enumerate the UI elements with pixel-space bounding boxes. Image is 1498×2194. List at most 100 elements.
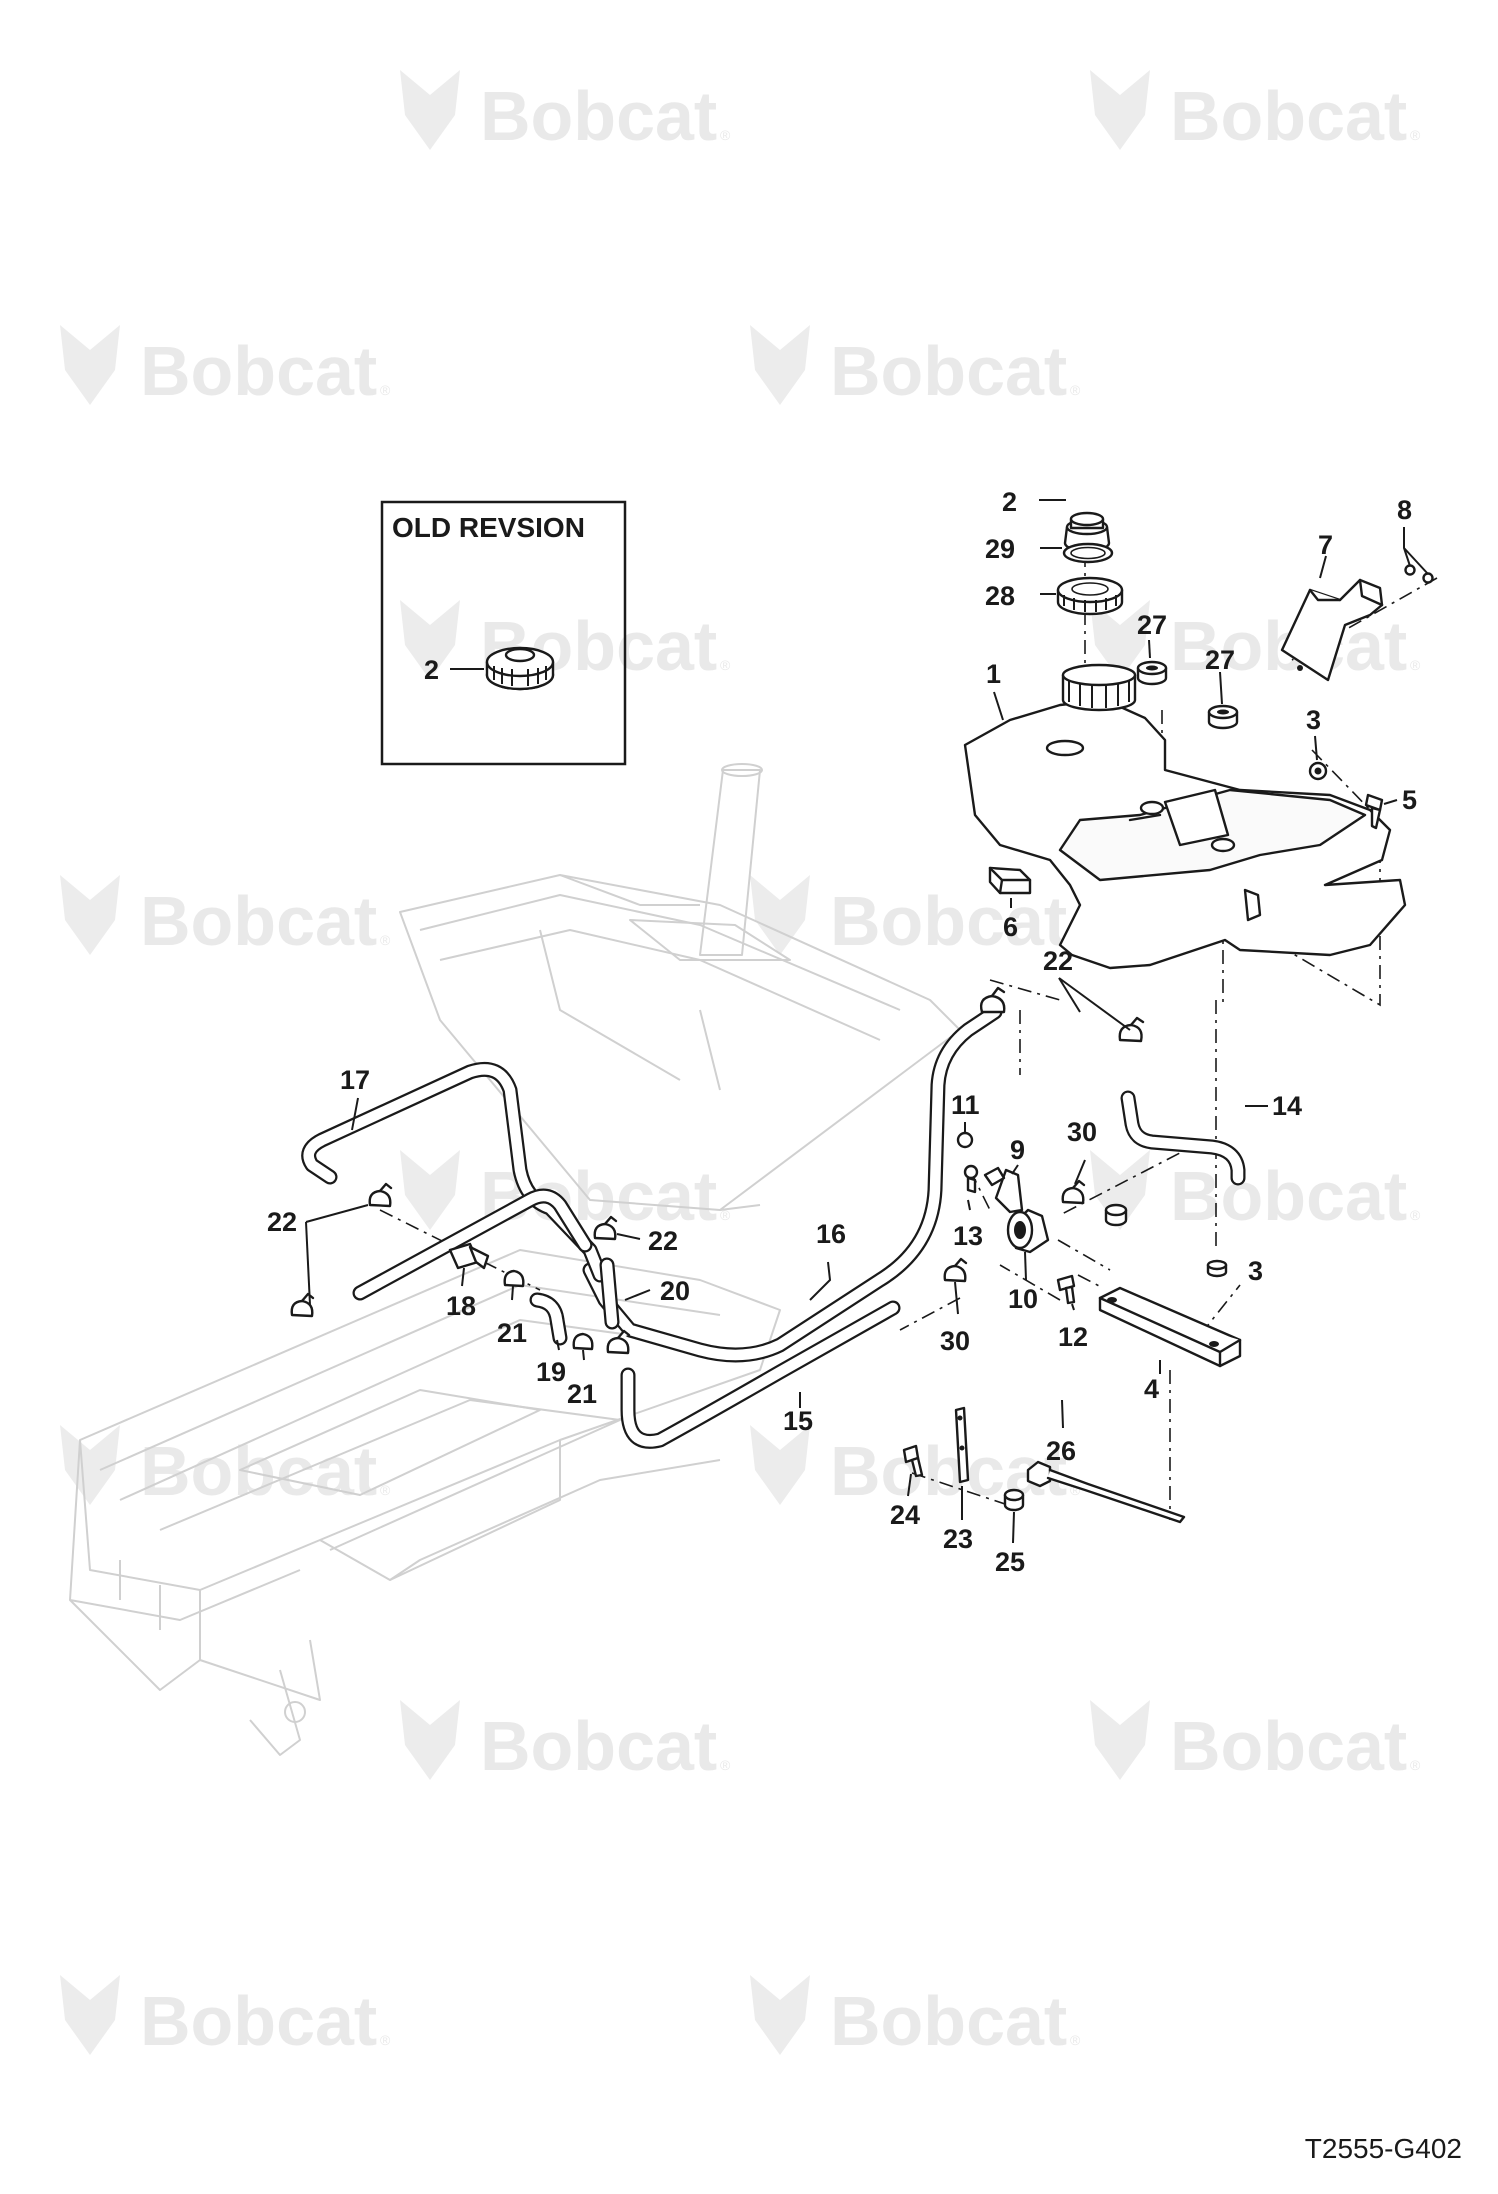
filter-bracket	[983, 1166, 1024, 1214]
bolt-5	[1364, 793, 1384, 830]
watermark-brand: Bobcat	[1170, 1707, 1407, 1785]
bobcat-head-icon	[400, 1150, 460, 1230]
callout-1: 1	[986, 659, 1001, 689]
callout-20: 20	[660, 1276, 690, 1306]
watermark: Bobcat®	[400, 70, 731, 155]
callout-6: 6	[1003, 912, 1018, 942]
rubber-grommet	[1104, 1203, 1128, 1227]
hose-clamp-30b	[943, 1257, 968, 1283]
grommet-27b	[1207, 704, 1239, 730]
watermark-registered-mark: ®	[1410, 127, 1421, 143]
watermark-brand: Bobcat	[140, 332, 377, 410]
watermark: Bobcat®	[60, 325, 391, 410]
callout-29: 29	[985, 534, 1015, 564]
bobcat-head-icon	[60, 875, 120, 955]
callout-9: 9	[1010, 1135, 1025, 1165]
bobcat-head-icon	[1090, 70, 1150, 150]
watermark-registered-mark: ®	[380, 2032, 391, 2048]
watermark-registered-mark: ®	[380, 382, 391, 398]
watermark-layer: Bobcat®Bobcat®Bobcat®Bobcat®Bobcat®Bobca…	[60, 70, 1421, 2060]
watermark: Bobcat®	[60, 875, 391, 960]
bobcat-head-icon	[400, 70, 460, 150]
nut-3a	[1308, 761, 1328, 781]
hose-clamp-21b	[572, 1332, 594, 1351]
callout-30a: 30	[1067, 1117, 1097, 1147]
watermark: Bobcat®	[400, 600, 731, 685]
hose-clamp-22-center	[593, 1215, 618, 1241]
watermark-registered-mark: ®	[720, 1757, 731, 1773]
watermark-brand: Bobcat	[830, 882, 1067, 960]
watermark: Bobcat®	[400, 1700, 731, 1785]
old-revision-box: OLD REVSION 2	[380, 500, 627, 766]
hose-clamp-21a	[503, 1269, 525, 1288]
fuel-filter	[1006, 1208, 1050, 1254]
callout-17: 17	[340, 1065, 370, 1095]
bobcat-head-icon	[400, 600, 460, 680]
hose-19	[529, 1292, 568, 1346]
watermark-brand: Bobcat	[830, 1982, 1067, 2060]
callout-23: 23	[943, 1524, 973, 1554]
callout-24: 24	[890, 1500, 920, 1530]
callout-27b: 27	[1205, 645, 1235, 675]
callout-22c: 22	[648, 1226, 678, 1256]
watermark-brand: Bobcat	[1170, 77, 1407, 155]
callout-15: 15	[783, 1406, 813, 1436]
bobcat-head-icon	[750, 875, 810, 955]
bobcat-head-icon	[750, 1975, 810, 2055]
watermark: Bobcat®	[1090, 1700, 1421, 1785]
cap-seal	[1062, 542, 1114, 564]
watermark: Bobcat®	[750, 875, 1081, 960]
bobcat-head-icon	[60, 1425, 120, 1505]
bobcat-head-icon	[60, 325, 120, 405]
hose-20	[599, 1257, 620, 1330]
callout-22a: 22	[1043, 946, 1073, 976]
callout-labels: 2 29 28 27 27 8 7 1 3 5 6 22 14 17 11 9 …	[267, 487, 1417, 1577]
callout-25: 25	[995, 1547, 1025, 1577]
old-revision-label: 2	[424, 655, 439, 685]
nut-25	[1003, 1488, 1025, 1512]
drawing-code: T2555-G402	[1305, 2133, 1462, 2164]
callout-27a: 27	[1137, 610, 1167, 640]
cable-tie	[1026, 1460, 1186, 1524]
callout-12: 12	[1058, 1322, 1088, 1352]
watermark-registered-mark: ®	[720, 1207, 731, 1223]
watermark: Bobcat®	[60, 1975, 391, 2060]
callout-11: 11	[951, 1090, 980, 1120]
callout-3b: 3	[1248, 1256, 1263, 1286]
hose-14	[1120, 1090, 1246, 1186]
callout-14: 14	[1272, 1091, 1302, 1121]
tank-bracket	[1280, 578, 1384, 682]
filler-ring	[1056, 576, 1124, 616]
callout-22b: 22	[267, 1207, 297, 1237]
callout-26: 26	[1046, 1436, 1076, 1466]
callout-3a: 3	[1306, 705, 1321, 735]
watermark-brand: Bobcat	[480, 1707, 717, 1785]
hose-clamp-30a	[1061, 1179, 1086, 1205]
rubber-pad	[988, 866, 1032, 895]
watermark-registered-mark: ®	[1410, 657, 1421, 673]
fuel-tank	[963, 663, 1407, 970]
watermark: Bobcat®	[60, 1425, 391, 1510]
watermark-brand: Bobcat	[830, 332, 1067, 410]
hose-17	[301, 1061, 608, 1301]
bracket-nuts	[1404, 564, 1434, 584]
retaining-strap	[954, 1406, 970, 1484]
hose-clamp-22-left-top	[368, 1182, 393, 1208]
watermark-registered-mark: ®	[1410, 1757, 1421, 1773]
leader-lines	[305, 499, 1429, 1544]
watermark: Bobcat®	[750, 325, 1081, 410]
watermark-registered-mark: ®	[1410, 1207, 1421, 1223]
bobcat-head-icon	[750, 325, 810, 405]
mounting-plate	[1098, 1286, 1242, 1368]
callout-4: 4	[1144, 1374, 1159, 1404]
watermark-registered-mark: ®	[1070, 1482, 1081, 1498]
bobcat-head-icon	[400, 1700, 460, 1780]
watermark-registered-mark: ®	[380, 932, 391, 948]
hose-clamp-22-mid	[1118, 1016, 1145, 1043]
hose-clamp-22-bottom	[606, 1329, 631, 1355]
watermark: Bobcat®	[750, 1975, 1081, 2060]
watermark-registered-mark: ®	[380, 1482, 391, 1498]
watermark: Bobcat®	[400, 1150, 731, 1235]
nut-11	[956, 1131, 974, 1149]
